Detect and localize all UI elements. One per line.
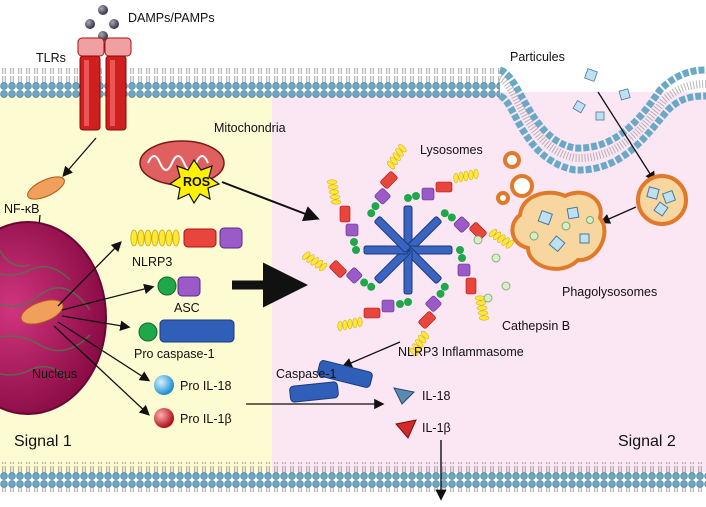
caspase1-label: Caspase-1 xyxy=(276,367,336,381)
cathepsin-b-dots xyxy=(473,235,511,303)
pro-il1b-label: Pro IL-1β xyxy=(180,412,232,426)
lysosomes-label: Lysosomes xyxy=(420,143,483,157)
phagolysosome xyxy=(510,190,607,271)
lysosomes xyxy=(496,151,534,205)
pro-caspase-label: Pro caspase-1 xyxy=(134,347,215,361)
particles xyxy=(572,68,631,121)
membrane-invagination-outer xyxy=(498,66,706,152)
pro-caspase-protein xyxy=(138,319,235,343)
bottom-membrane xyxy=(0,462,706,492)
nlrp3-inflammasome xyxy=(300,142,516,358)
inflammasome-label: NLRP3 Inflammasome xyxy=(398,345,524,359)
ros-label: ROS xyxy=(183,175,210,189)
particules-label: Particules xyxy=(510,50,565,64)
asc-protein xyxy=(157,276,201,297)
top-membrane xyxy=(0,68,500,98)
nfkb-label: NF-κB xyxy=(4,202,39,216)
tlrs-label: TLRs xyxy=(36,51,66,65)
cathepsin-label: Cathepsin B xyxy=(502,319,570,333)
pro-il18-sphere xyxy=(154,375,174,395)
il18-label: IL-18 xyxy=(422,389,451,403)
nucleus xyxy=(0,221,107,415)
ros-burst xyxy=(168,158,221,205)
nlrp3-label: NLRP3 xyxy=(132,255,172,269)
membrane-invagination-inner xyxy=(498,92,706,174)
signal1-label: Signal 1 xyxy=(14,433,72,450)
pro-il1b-sphere xyxy=(154,408,174,428)
nlrp3-protein xyxy=(130,227,243,249)
phagosome xyxy=(636,174,688,226)
signal2-label: Signal 2 xyxy=(618,433,676,450)
signal2-region xyxy=(272,92,706,472)
nfkb-shape xyxy=(27,176,65,200)
caspase1-protein xyxy=(289,360,373,403)
asc-label: ASC xyxy=(174,301,200,315)
il1b-label: IL-1β xyxy=(422,421,451,435)
phagolysosomes-label: Phagolysosomes xyxy=(562,285,657,299)
pro-il18-label: Pro IL-18 xyxy=(180,379,231,393)
il1b-shape xyxy=(395,419,417,439)
il18-shape xyxy=(393,387,416,405)
tlr-receptors xyxy=(77,37,132,131)
damps-label: DAMPs/PAMPs xyxy=(128,11,215,25)
mitochondria-label: Mitochondria xyxy=(214,121,286,135)
nucleus-label: Nucleus xyxy=(32,367,77,381)
